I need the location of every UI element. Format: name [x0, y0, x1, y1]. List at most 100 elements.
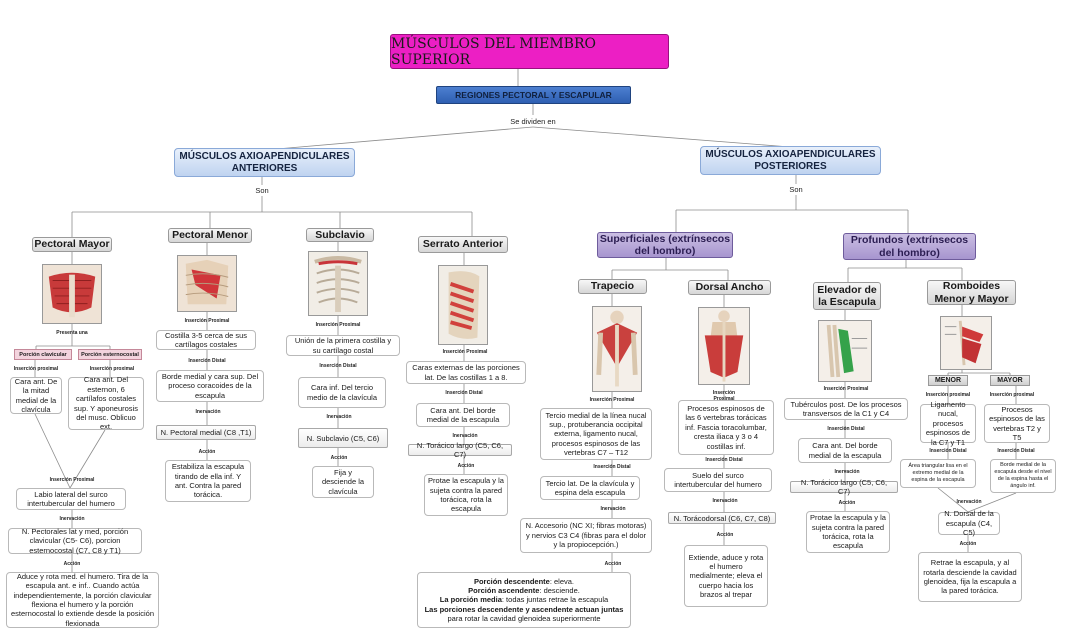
- tra-accion-line-1: Porción descendente: eleva.: [473, 576, 575, 586]
- tra-accion-line-3: La porción media: todas juntas retrae la…: [439, 595, 609, 605]
- posteriores-heading: MÚSCULOS AXIOAPENDICULARES POSTERIORES: [700, 146, 881, 175]
- elevador-image: [818, 320, 872, 382]
- romboides-heading: Romboides Menor y Mayor: [927, 280, 1016, 305]
- tra-accion-line-5: para rotar la cavidad glenoidea superior…: [447, 614, 601, 624]
- pm-distal-box: Labio lateral del surco intertubercular …: [16, 488, 126, 510]
- pm-ester-prox-label: Inserción proximal: [89, 366, 135, 372]
- anteriores-heading: MÚSCULOS AXIOAPENDICULARES ANTERIORES: [174, 148, 355, 177]
- romboides-menor-label: MENOR: [928, 375, 968, 386]
- rom-mayor-prox-box: Procesos espinosos de las vertebras T2 y…: [984, 404, 1050, 443]
- romboides-mayor-label: MAYOR: [990, 375, 1030, 386]
- presenta-una-label: Presenta una: [56, 330, 88, 336]
- tra-prox-box: Tercio medial de la línea nucal sup., pr…: [540, 408, 652, 460]
- tra-accion-line-4: Las porciones descendente y ascendente a…: [424, 604, 624, 614]
- ele-prox-box: Tubérculos post. De los procesos transve…: [784, 398, 908, 420]
- pm-clav-prox-label: Inserción proximal: [13, 366, 59, 372]
- trapecio-heading: Trapecio: [578, 279, 647, 294]
- region-label: REGIONES PECTORAL Y ESCAPULAR: [436, 86, 631, 104]
- tra-inervacion-box: N. Accesorio (NC XI; fibras motoras) y n…: [520, 518, 652, 553]
- pectoral-menor-image: [177, 255, 237, 312]
- sub-dist-box: Cara inf. Del tercio medio de la clavícu…: [298, 377, 386, 408]
- ele-dist-label: Inserción Distal: [827, 426, 865, 432]
- pm-inervacion-box: N. Pectorales lat y med, porción clavicu…: [8, 527, 142, 555]
- tra-accion-label: Acción: [604, 561, 622, 567]
- subclavio-image: [308, 251, 368, 316]
- dor-accion-box: Extiende, aduce y rota el humero medialm…: [684, 545, 768, 607]
- ser-dist-box: Cara ant. Del borde medial de la escapul…: [416, 403, 510, 427]
- pm-inervacion-label: Inervación: [59, 516, 85, 522]
- dor-inervacion-label: Inervación: [712, 498, 738, 504]
- pm-ester-prox-box: Cara ant. Del esternon, 6 cartílafos cos…: [68, 375, 144, 431]
- rom-menor-prox-label: Inserción proximal: [925, 392, 971, 398]
- subclavio-heading: Subclavio: [306, 228, 374, 242]
- dor-prox-label: Inserción Proximal: [712, 390, 736, 402]
- rom-inervacion-label: Inervación: [956, 499, 982, 505]
- rom-menor-dist-label: Inserción Distal: [929, 448, 967, 454]
- rom-menor-dist-box: Área triangular lisa en el extremo media…: [900, 459, 976, 488]
- pmn-inervacion-box: N. Pectoral medial (C8 ,T1): [156, 425, 256, 440]
- porcion-esternocostal-label: Porción esternocostal: [78, 349, 142, 360]
- superficiales-heading: Superficiales (extrínsecos del hombro): [597, 232, 733, 258]
- se-dividen-label: Se dividen en: [510, 117, 556, 126]
- tra-accion-line-2: Porción ascendente: desciende.: [468, 585, 580, 595]
- son-label-anterior: Son: [255, 186, 269, 195]
- dor-dist-box: Suelo del surco intertubercular del hume…: [664, 468, 772, 492]
- sub-inervacion-box: N. Subclavio (C5, C6): [298, 428, 388, 448]
- sub-prox-box: Unión de la primera costilla y su cartíl…: [286, 335, 400, 356]
- sub-accion-box: Fija y desciende la clavícula: [312, 466, 374, 498]
- pmn-prox-label: Inserción Proximal: [184, 318, 230, 324]
- ser-accion-box: Protae la escapula y la sujeta contra la…: [424, 474, 508, 516]
- pectoral-mayor-heading: Pectoral Mayor: [32, 237, 112, 252]
- tra-accion-box: Porción descendente: eleva. Porción asce…: [417, 572, 631, 628]
- elevador-heading: Elevador de la Escapula: [813, 282, 881, 310]
- ele-dist-box: Cara ant. Del borde medial de la escapul…: [798, 438, 892, 463]
- dor-prox-box: Procesos espinosos de las 6 vertebras to…: [678, 400, 774, 455]
- page-title: MÚSCULOS DEL MIEMBRO SUPERIOR: [390, 34, 669, 69]
- dor-accion-label: Acción: [716, 532, 734, 538]
- dor-dist-label: Inserción Distal: [705, 457, 743, 463]
- pectoral-mayor-image: [42, 264, 102, 324]
- sub-dist-label: Inserción Distal: [319, 363, 357, 369]
- trapecio-image: [592, 306, 642, 392]
- ele-inervacion-label: Inervación: [834, 469, 860, 475]
- rom-mayor-prox-label: Inserción proximal: [989, 392, 1035, 398]
- sub-inervacion-label: Inervación: [326, 414, 352, 420]
- rom-accion-label: Acción: [959, 541, 977, 547]
- ser-dist-label: Inserción Distal: [445, 390, 483, 396]
- pmn-accion-label: Acción: [198, 449, 216, 455]
- ele-inervacion-box: N. Torácico largo (C5, C6, C7): [790, 478, 898, 496]
- ele-accion-box: Protae la escapula y la sujeta contra la…: [806, 511, 890, 553]
- pmn-inervacion-label: Inervación: [195, 409, 221, 415]
- rom-accion-box: Retrae la escapula, y al rotarla descien…: [918, 552, 1022, 602]
- pm-distal-label: Inserción Proximal: [49, 477, 95, 483]
- serrato-image: [438, 265, 488, 345]
- tra-inervacion-label: Inervación: [600, 506, 626, 512]
- pmn-prox-box: Costilla 3-5 cerca de sus cartílagos cos…: [156, 330, 256, 350]
- pmn-dist-label: Inserción Distal: [188, 358, 226, 364]
- sub-accion-label: Acción: [330, 455, 348, 461]
- rom-menor-prox-box: Ligamento nucal, procesos espinosos de l…: [920, 400, 976, 447]
- ser-inervacion-box: N. Torácico largo (C5, C6, C7): [408, 441, 512, 459]
- romboides-image: [940, 316, 992, 370]
- pmn-accion-box: Estabiliza la escapula tirando de ella i…: [165, 460, 251, 502]
- pm-clav-prox-box: Cara ant. De la mitad medial de la claví…: [10, 377, 62, 414]
- pm-accion-box: Aduce y rota med. el humero. Tira de la …: [6, 572, 159, 628]
- dorsal-ancho-heading: Dorsal Ancho: [688, 280, 771, 295]
- ser-inervacion-label: Inervación: [452, 433, 478, 439]
- tra-dist-box: Tercio lat. De la clavícula y espina del…: [540, 476, 640, 500]
- ser-prox-label: Inserción Proximal: [442, 349, 488, 355]
- son-label-posterior: Son: [789, 185, 803, 194]
- rom-mayor-dist-label: Inserción Distal: [997, 448, 1035, 454]
- tra-prox-label: Inserción Proximal: [589, 397, 635, 403]
- pm-accion-label: Acción: [63, 561, 81, 567]
- ele-prox-label: Inserción Proximal: [823, 386, 869, 392]
- pmn-dist-box: Borde medial y cara sup. Del proceso cor…: [156, 370, 264, 402]
- serrato-heading: Serrato Anterior: [418, 236, 508, 253]
- sub-prox-label: Inserción Proximal: [315, 322, 361, 328]
- ser-prox-box: Caras externas de las porciones lat. De …: [406, 361, 526, 384]
- tra-dist-label: Inserción Distal: [593, 464, 631, 470]
- profundos-heading: Profundos (extrínsecos del hombro): [843, 233, 976, 260]
- porcion-clavicular-label: Porción clavicular: [14, 349, 72, 360]
- dor-inervacion-box: N. Torácodorsal (C6, C7, C8): [668, 512, 776, 524]
